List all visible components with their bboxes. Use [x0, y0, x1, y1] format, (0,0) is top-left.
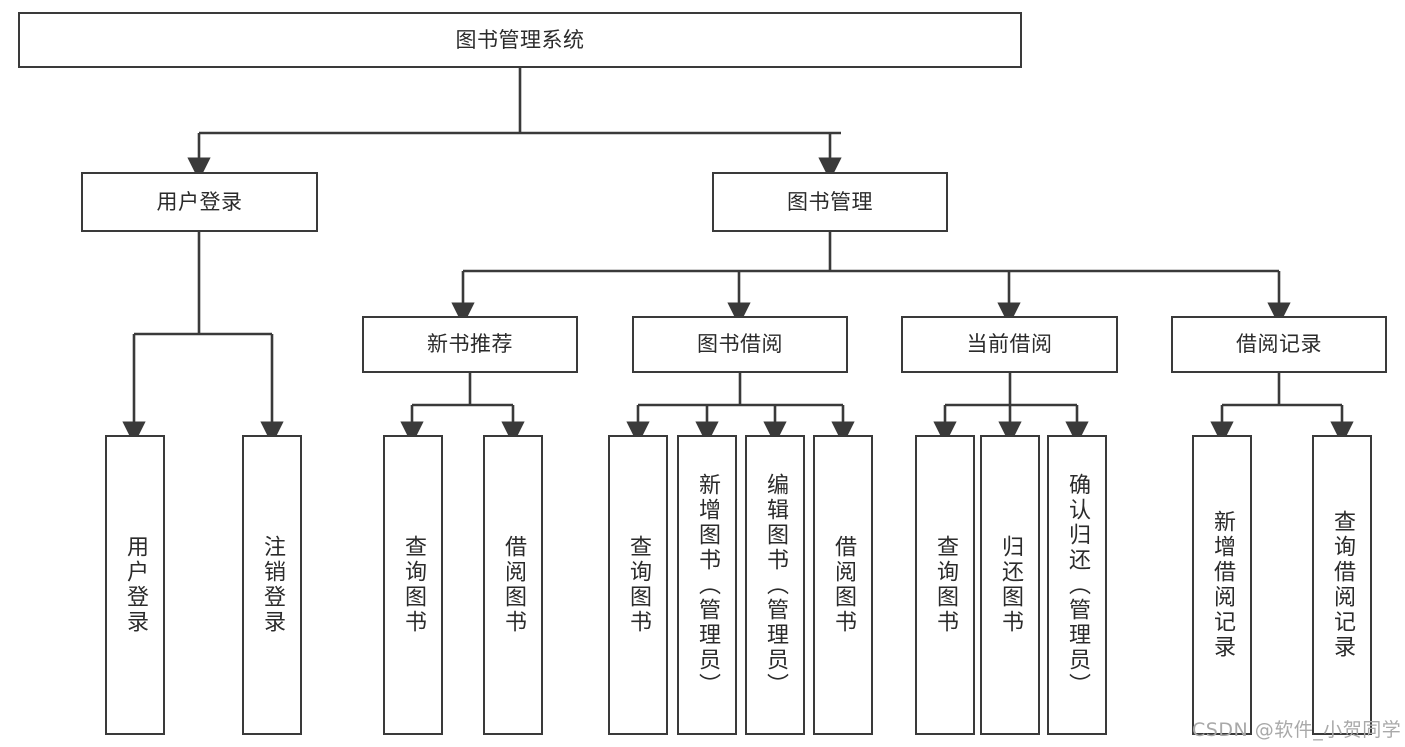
node-book-management[interactable]: 图书管理 [712, 172, 948, 232]
node-leaf-borrow-book-bb-label: 借阅图书 [831, 535, 856, 635]
node-leaf-edit-book-admin[interactable]: 编辑图书（管理员） [745, 435, 805, 735]
node-root-label: 图书管理系统 [455, 27, 585, 52]
node-current-borrow[interactable]: 当前借阅 [901, 316, 1118, 373]
node-leaf-add-borrow-record[interactable]: 新增借阅记录 [1192, 435, 1252, 735]
node-leaf-query-book-nb-label: 查询图书 [401, 535, 426, 635]
node-leaf-logout[interactable]: 注销登录 [242, 435, 302, 735]
node-leaf-query-book-nb[interactable]: 查询图书 [383, 435, 443, 735]
node-current-borrow-label: 当前借阅 [966, 332, 1053, 357]
node-leaf-add-book-admin-label: 新增图书（管理员） [695, 472, 720, 698]
node-leaf-user-login-label: 用户登录 [123, 535, 148, 635]
watermark-text: CSDN @软件_小贺同学 [1192, 719, 1402, 741]
node-borrow-records-label: 借阅记录 [1236, 332, 1322, 357]
node-new-book-recommend[interactable]: 新书推荐 [362, 316, 578, 373]
node-leaf-query-book-bb-label: 查询图书 [626, 535, 651, 635]
node-leaf-query-borrow-record[interactable]: 查询借阅记录 [1312, 435, 1372, 735]
node-leaf-borrow-book-nb[interactable]: 借阅图书 [483, 435, 543, 735]
node-book-borrow-label: 图书借阅 [697, 332, 783, 357]
node-leaf-add-book-admin[interactable]: 新增图书（管理员） [677, 435, 737, 735]
node-borrow-records[interactable]: 借阅记录 [1171, 316, 1387, 373]
node-leaf-edit-book-admin-label: 编辑图书（管理员） [763, 472, 788, 698]
node-leaf-query-book-cb[interactable]: 查询图书 [915, 435, 975, 735]
node-leaf-confirm-return-admin[interactable]: 确认归还（管理员） [1047, 435, 1107, 735]
node-book-management-label: 图书管理 [787, 189, 873, 214]
node-leaf-user-login[interactable]: 用户登录 [105, 435, 165, 735]
node-user-login-label: 用户登录 [156, 189, 243, 214]
node-leaf-borrow-book-nb-label: 借阅图书 [501, 535, 526, 635]
node-root[interactable]: 图书管理系统 [18, 12, 1022, 68]
node-leaf-borrow-book-bb[interactable]: 借阅图书 [813, 435, 873, 735]
node-leaf-query-borrow-record-label: 查询借阅记录 [1330, 510, 1355, 660]
node-leaf-return-book[interactable]: 归还图书 [980, 435, 1040, 735]
node-new-book-recommend-label: 新书推荐 [427, 332, 513, 357]
node-user-login[interactable]: 用户登录 [81, 172, 318, 232]
node-leaf-query-book-bb[interactable]: 查询图书 [608, 435, 668, 735]
node-leaf-logout-label: 注销登录 [260, 535, 285, 635]
node-leaf-add-borrow-record-label: 新增借阅记录 [1210, 510, 1235, 660]
node-leaf-return-book-label: 归还图书 [998, 535, 1023, 635]
node-leaf-confirm-return-admin-label: 确认归还（管理员） [1065, 472, 1090, 698]
node-leaf-query-book-cb-label: 查询图书 [933, 535, 958, 635]
node-book-borrow[interactable]: 图书借阅 [632, 316, 848, 373]
